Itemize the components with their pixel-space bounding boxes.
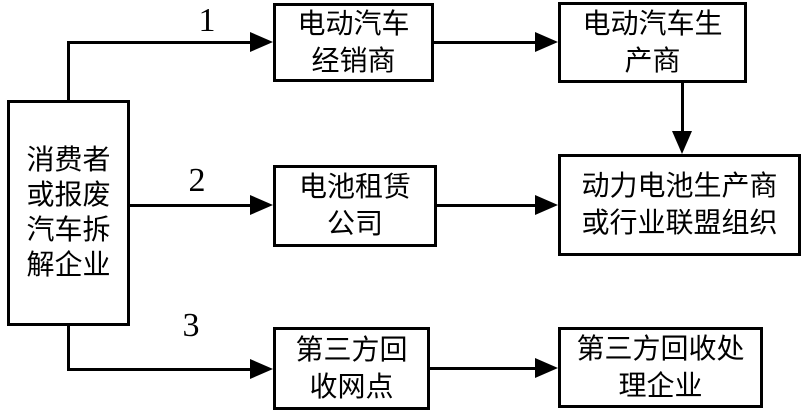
node-text-line: 公司	[326, 209, 383, 240]
node-text-line: 或报废	[26, 180, 111, 211]
node-text-line: 消费者	[26, 145, 111, 176]
arrowhead-outlet-to-processor-icon	[535, 358, 558, 378]
node-third-party-processor: 第三方回收处 理企业	[558, 327, 763, 408]
edge-label-2: 2	[188, 162, 206, 199]
arrowhead-leasing-to-alliance-icon	[535, 195, 558, 215]
node-text-line: 电动汽车	[297, 8, 410, 40]
node-text-line: 第三方回收处	[576, 333, 745, 365]
connector-dealer-to-manufacturer	[434, 41, 535, 44]
connector-outlet-to-processor	[430, 367, 535, 370]
edge-label-3: 3	[182, 307, 200, 344]
node-text-line: 理企业	[618, 370, 703, 402]
arrowhead-manufacturer-to-alliance-icon	[672, 131, 692, 154]
node-text-line: 或行业联盟组织	[581, 208, 778, 239]
arrowhead-path2-icon	[250, 195, 273, 215]
arrowhead-dealer-to-manufacturer-icon	[535, 32, 558, 52]
node-third-party-outlet: 第三方回 收网点	[273, 327, 430, 410]
connector-manufacturer-to-alliance	[681, 83, 684, 131]
node-text-line: 产商	[624, 45, 681, 77]
node-text-line: 经销商	[311, 45, 396, 77]
arrowhead-path1-icon	[250, 32, 273, 52]
connector-path1-horizontal	[67, 41, 250, 44]
node-text-line: 电动汽车生	[582, 8, 723, 40]
node-ev-manufacturer: 电动汽车生 产商	[558, 2, 747, 83]
node-text-line: 动力电池生产商	[581, 171, 778, 202]
connector-path3-vertical	[67, 326, 70, 371]
connector-leasing-to-alliance	[437, 204, 535, 207]
edge-label-1: 1	[198, 2, 216, 39]
node-text-line: 第三方回	[295, 334, 408, 366]
node-battery-leasing: 电池租赁 公司	[273, 165, 437, 247]
node-text-line: 汽车拆	[26, 215, 111, 246]
connector-path3-horizontal	[67, 368, 250, 371]
node-ev-dealer: 电动汽车 经销商	[273, 3, 434, 82]
node-text-line: 电池租赁	[298, 172, 411, 203]
node-text-line: 收网点	[309, 371, 394, 403]
node-consumer-or-dismantler: 消费者 或报废 汽车拆 解企业	[7, 100, 130, 326]
node-power-battery-alliance: 动力电池生产商 或行业联盟组织	[558, 154, 801, 256]
arrowhead-path3-icon	[250, 359, 273, 379]
connector-path2-horizontal	[130, 204, 250, 207]
connector-path1-vertical	[67, 42, 70, 100]
node-text-line: 解企业	[26, 250, 111, 281]
